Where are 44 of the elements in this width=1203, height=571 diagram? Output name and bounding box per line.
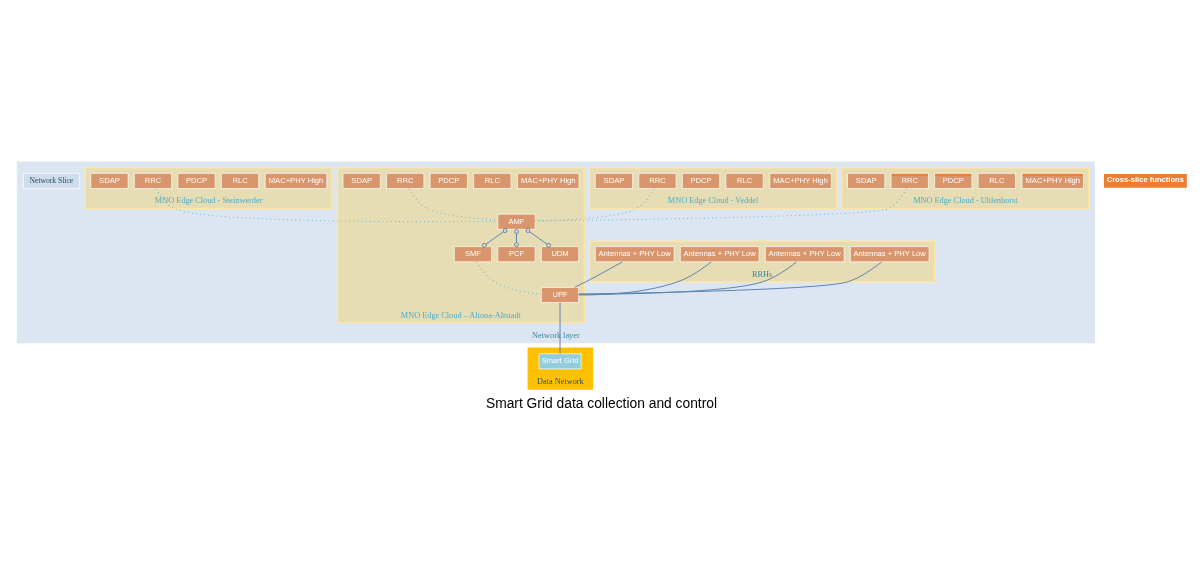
node-box: SDAP <box>90 172 129 189</box>
connector <box>574 260 623 288</box>
node-box: RLC <box>473 172 512 189</box>
node-box: Antennas + PHY Low <box>764 245 845 262</box>
node-box: Antennas + PHY Low <box>849 245 930 262</box>
legend-label: Cross-slice functions <box>1106 174 1184 184</box>
connector <box>578 260 883 295</box>
connector <box>578 261 712 295</box>
connector <box>155 187 499 222</box>
connector <box>559 301 561 354</box>
connector <box>481 227 508 248</box>
node-box: Antennas + PHY Low <box>679 245 760 262</box>
node-box: SDAP <box>594 172 633 189</box>
node-box: AMF <box>497 213 536 230</box>
node-box: RRC <box>890 172 929 189</box>
node-box: MAC+PHY High <box>769 172 832 189</box>
node-box: RRC <box>133 172 172 189</box>
node-box: RLC <box>977 172 1016 189</box>
connector <box>578 260 798 295</box>
node-box: PDCP <box>429 172 468 189</box>
node-box: Network Slice <box>23 172 80 189</box>
node-box: SDAP <box>342 172 381 189</box>
node-box: RRC <box>386 172 425 189</box>
node-box: MAC+PHY High <box>1021 172 1084 189</box>
node-box: SMF <box>453 245 492 262</box>
connector <box>534 187 907 221</box>
node-box: PDCP <box>934 172 973 189</box>
node-box: RRC <box>638 172 677 189</box>
node-box: PCF <box>497 245 536 262</box>
node-box: RLC <box>221 172 260 189</box>
connector <box>525 227 552 248</box>
node-box: UDM <box>541 245 580 262</box>
node-box: MAC+PHY High <box>264 172 328 189</box>
node-box: MAC+PHY High <box>517 172 580 189</box>
node-box: Smart Grid <box>538 352 582 369</box>
connector <box>534 187 655 221</box>
node-box: UPF <box>541 286 580 303</box>
node-box: Antennas + PHY Low <box>594 245 675 262</box>
connector <box>476 260 542 295</box>
caption: Smart Grid data collection and control <box>485 394 718 411</box>
node-box: PDCP <box>682 172 721 189</box>
node-box: SDAP <box>847 172 886 189</box>
node-box: PDCP <box>177 172 216 189</box>
node-box: RLC <box>725 172 764 189</box>
